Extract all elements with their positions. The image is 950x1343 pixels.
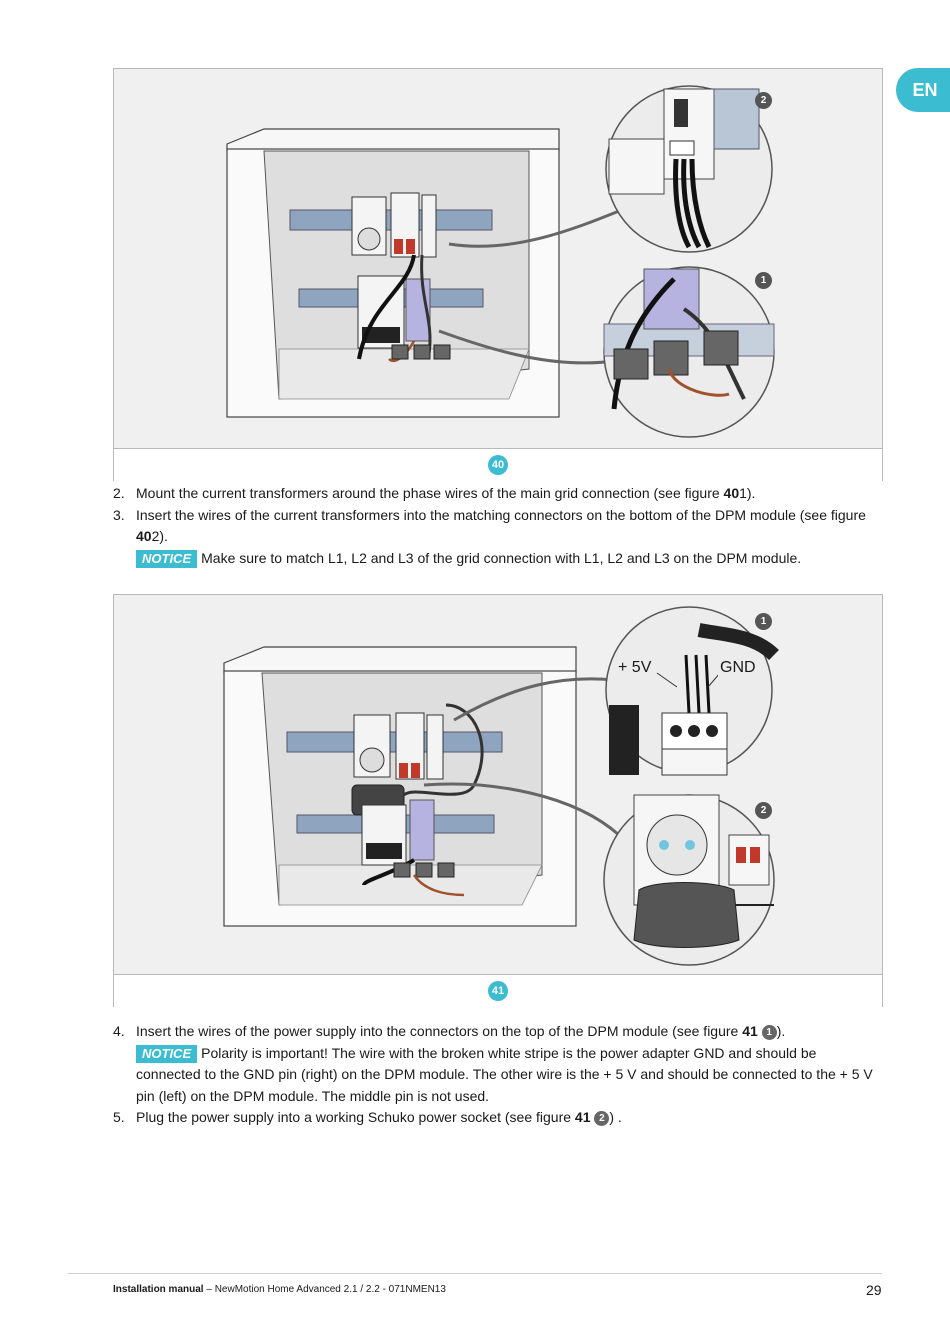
footer-text: Installation manual – NewMotion Home Adv… bbox=[113, 1284, 446, 1295]
footer-divider bbox=[68, 1273, 882, 1274]
step-number: 4. bbox=[113, 1023, 125, 1039]
callout-badge-1: 1 bbox=[755, 272, 772, 289]
callout-badge-2: 2 bbox=[755, 92, 772, 109]
plus-5v-label: + 5V bbox=[616, 659, 654, 677]
step-5: 5. Plug the power supply into a working … bbox=[113, 1107, 883, 1129]
step-3: 3. Insert the wires of the current trans… bbox=[113, 505, 883, 570]
page-number: 29 bbox=[866, 1282, 882, 1298]
callout-badge: 1 bbox=[761, 1025, 777, 1041]
steps-block-2: 4. Insert the wires of the power supply … bbox=[113, 1021, 883, 1129]
notice-label: NOTICE bbox=[136, 1044, 198, 1063]
notice-text: Make sure to match L1, L2 and L3 of the … bbox=[201, 549, 802, 566]
step-number: 5. bbox=[113, 1109, 125, 1125]
notice-label: NOTICE bbox=[136, 549, 198, 568]
figure-41: + 5V GND 1 2 41 bbox=[113, 594, 883, 1007]
notice-text: Polarity is important! The wire with the… bbox=[136, 1044, 873, 1104]
step-number: 3. bbox=[113, 506, 125, 523]
step-number: 2. bbox=[113, 485, 125, 501]
figure-40-caption: 40 bbox=[114, 448, 882, 481]
cabinet-illustration-40 bbox=[114, 69, 882, 448]
gnd-label: GND bbox=[718, 659, 758, 677]
steps-block-1: 2. Mount the current transformers around… bbox=[113, 483, 883, 569]
step-4: 4. Insert the wires of the power supply … bbox=[113, 1021, 883, 1107]
callout-badge-2: 2 bbox=[755, 802, 772, 819]
figure-41-caption: 41 bbox=[114, 974, 882, 1007]
callout-badge-1: 1 bbox=[755, 613, 772, 630]
figure-number-badge: 40 bbox=[488, 455, 508, 475]
cabinet-illustration-41 bbox=[114, 595, 882, 974]
language-tab: EN bbox=[896, 68, 950, 112]
figure-40-illustration: 2 1 bbox=[114, 69, 882, 448]
step-2: 2. Mount the current transformers around… bbox=[113, 483, 883, 505]
figure-number-badge: 41 bbox=[488, 981, 508, 1001]
figure-41-illustration: + 5V GND 1 2 bbox=[114, 595, 882, 974]
figure-40: 2 1 40 bbox=[113, 68, 883, 481]
callout-badge: 2 bbox=[594, 1111, 610, 1127]
